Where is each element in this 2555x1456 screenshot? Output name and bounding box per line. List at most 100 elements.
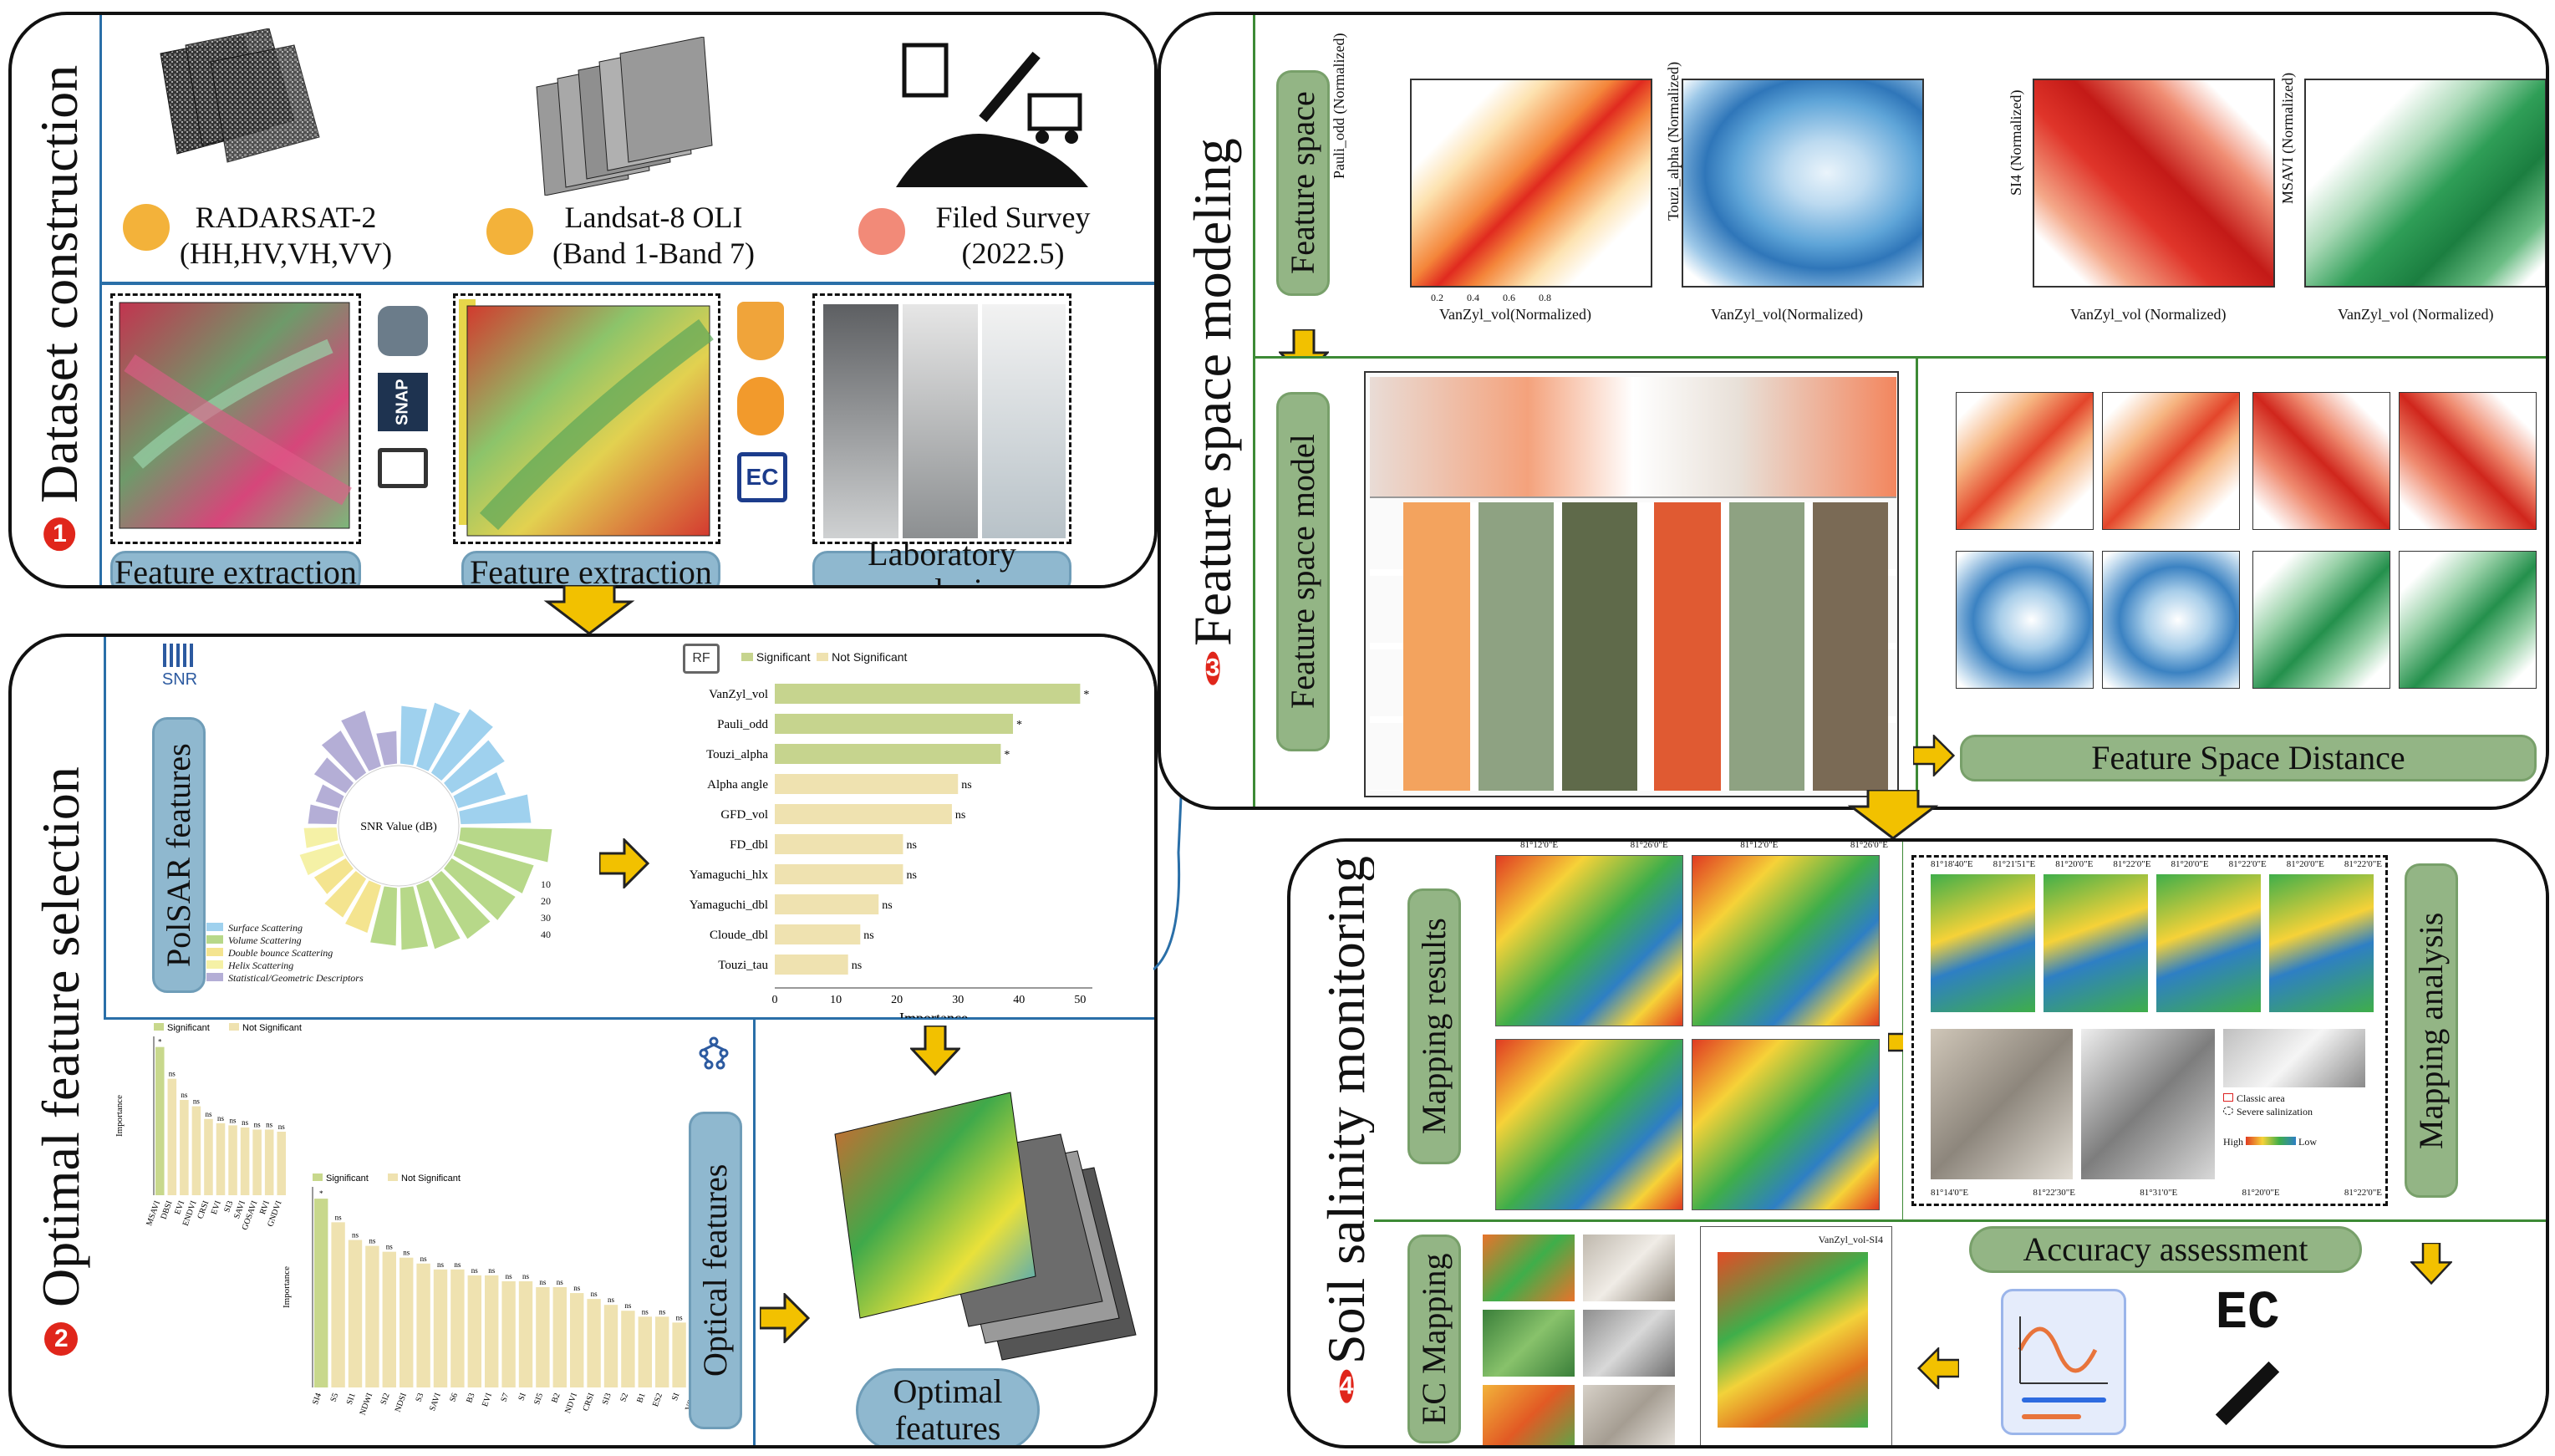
tick-0-4: 0.4 [1467, 292, 1479, 303]
opt2-category-14: B2 [550, 1392, 562, 1404]
scatter-pauli-odd [1410, 79, 1652, 288]
opt1-bar-8 [252, 1129, 262, 1195]
legend-volume-text: Volume Scattering [228, 934, 302, 946]
network-icon [697, 1036, 730, 1070]
panel3-title: 3 Feature space modeling [1182, 139, 1244, 685]
analysis-coord-4: 81°22'0"E [2113, 859, 2151, 869]
opt2-bar-6 [416, 1263, 430, 1387]
panel1-number-badge: 1 [43, 517, 75, 552]
rf-annotation-1: * [1016, 719, 1022, 731]
tick-0-8: 0.8 [1539, 292, 1551, 303]
radial-bar-13 [344, 879, 383, 934]
opt2-bar-10 [485, 1275, 499, 1387]
shovel-icon [858, 208, 905, 255]
map-3 [1495, 1039, 1683, 1210]
fsd-plot-4 [2399, 392, 2537, 530]
opt2-category-19: B1 [635, 1392, 647, 1404]
analysis-coord-8: 81°22'0"E [2344, 859, 2382, 869]
feature-space-model-box: Feature space model Feature Space Distan… [1253, 356, 2546, 807]
radial-bar-6 [458, 826, 553, 863]
opt2-category-8: S6 [448, 1392, 460, 1403]
scatter2-ylabel: Touzi_alpha (Normalized) [1665, 61, 1682, 221]
feature-space-distance-label: Feature Space Distance [1960, 735, 2537, 781]
arrow-right-fsd [1913, 735, 1955, 776]
opt2-category-2: SI1 [345, 1392, 358, 1406]
legend-helix-text: Helix Scattering [228, 960, 294, 971]
map-coord-3: 81°12'0"E [1740, 840, 1779, 850]
rf-bars: VanZyl_vol*Pauli_odd*Touzi_alpha*Alpha a… [690, 684, 1092, 1018]
radial-bar-0 [399, 705, 429, 766]
rf-category-6: Yamaguchi_hlx [690, 868, 769, 882]
opt2-category-15: NDVI [563, 1392, 579, 1414]
map-2 [1692, 855, 1880, 1026]
opt1-annotation-8: ns [254, 1120, 262, 1128]
opt1-bar-10 [277, 1132, 286, 1195]
mapping-results-box: Mapping results 81°12'0"E 81°26'0"E 81°1… [1374, 840, 1905, 1223]
radial-bar-5 [458, 793, 532, 826]
analysis-map-3 [2156, 874, 2261, 1012]
software-icons: SNAP [378, 306, 436, 532]
opt2-bar-0 [314, 1199, 328, 1387]
opt1-annotation-4: ns [205, 1110, 212, 1118]
opt2-annotation-14: ns [557, 1278, 564, 1286]
rf-bar-8 [775, 924, 861, 944]
opt1-annotation-3: ns [193, 1097, 201, 1106]
opt2-category-11: S7 [499, 1392, 511, 1403]
rf-bar-4 [775, 804, 952, 824]
map-coord-4: 81°26'0"E [1850, 840, 1888, 850]
panel2-title: 2 Optimal feature selection [30, 737, 92, 1356]
opt2-annotation-3: ns [369, 1237, 376, 1245]
radial-bar-11 [399, 885, 430, 951]
rf-importance-chart: VanZyl_vol*Pauli_odd*Touzi_alpha*Alpha a… [690, 684, 1092, 1018]
field-survey-caption: Filed Survey (2022.5) [904, 200, 1122, 272]
map-1 [1495, 855, 1683, 1026]
panel-soil-salinity-monitoring: 4 Soil salinity monitoring Mapping resul… [1287, 838, 2549, 1448]
opt2-annotation-7: ns [437, 1260, 445, 1269]
rf-legend-nsig: Not Significant [832, 650, 908, 664]
rf-badge: RF [683, 644, 720, 674]
rf-xtick-1: 10 [830, 994, 842, 1006]
flask-icon [737, 302, 784, 360]
opt1-category-9: RVI [258, 1199, 272, 1215]
lab-photo-3 [982, 304, 1066, 538]
landsat-image-stack [536, 37, 713, 196]
analysis-map-4 [2269, 874, 2374, 1012]
landsat-bands: (Band 1-Band 7) [552, 237, 755, 271]
radial-bar-17 [303, 826, 339, 849]
opt2-annotation-10: ns [488, 1266, 496, 1275]
rf-category-1: Pauli_odd [717, 718, 768, 731]
map-coord-2: 81°26'0"E [1630, 840, 1668, 850]
opt2-category-7: SAVI [428, 1392, 443, 1412]
rf-category-2: Touzi_alpha [706, 748, 768, 761]
radial-bar-2 [430, 707, 495, 782]
ec-meter-icon: EC [737, 452, 787, 502]
arrow-right-optimal [760, 1293, 810, 1343]
analysis-coord-3: 81°20'0"E [2055, 859, 2094, 869]
opt2-bar-11 [501, 1280, 516, 1387]
arrow-left-accuracy [1917, 1347, 1959, 1389]
rf-bar-0 [775, 684, 1081, 704]
fsd-plot-2 [2102, 392, 2240, 530]
opt2-bar-20 [655, 1316, 669, 1387]
opt2-category-3: NDWI [359, 1392, 375, 1416]
radial-scale-40: 40 [541, 929, 551, 940]
legend-volume: Volume Scattering [206, 934, 364, 947]
scatter3-xlabel: VanZyl_vol (Normalized) [2070, 306, 2227, 323]
scatter1-ylabel: Pauli_odd (Normalized) [1331, 33, 1347, 179]
accuracy-assessment-label: Accuracy assessment [1969, 1226, 2362, 1273]
legend-surface: Surface Scattering [206, 922, 364, 934]
analysis-coord-6: 81°22'0"E [2228, 859, 2267, 869]
rf-bar-3 [775, 774, 959, 794]
analysis-coords: 81°18'40"E 81°21'51"E 81°20'0"E 81°22'0"… [1931, 859, 2382, 869]
scatter-ticks: 0.2 0.4 0.6 0.8 [1431, 292, 2542, 304]
radial-bar-10 [415, 879, 462, 950]
opt2-category-6: S3 [414, 1392, 425, 1403]
model-illustration [1364, 371, 1899, 797]
analysis-map-1 [1931, 874, 2035, 1012]
radial-bar-7 [452, 842, 536, 895]
snr-badge-text: SNR [161, 670, 198, 689]
rf-category-9: Touzi_tau [718, 959, 768, 972]
opt1-legend-nsig: Not Significant [242, 1023, 302, 1033]
arrow-down-3-4 [1847, 790, 1939, 840]
